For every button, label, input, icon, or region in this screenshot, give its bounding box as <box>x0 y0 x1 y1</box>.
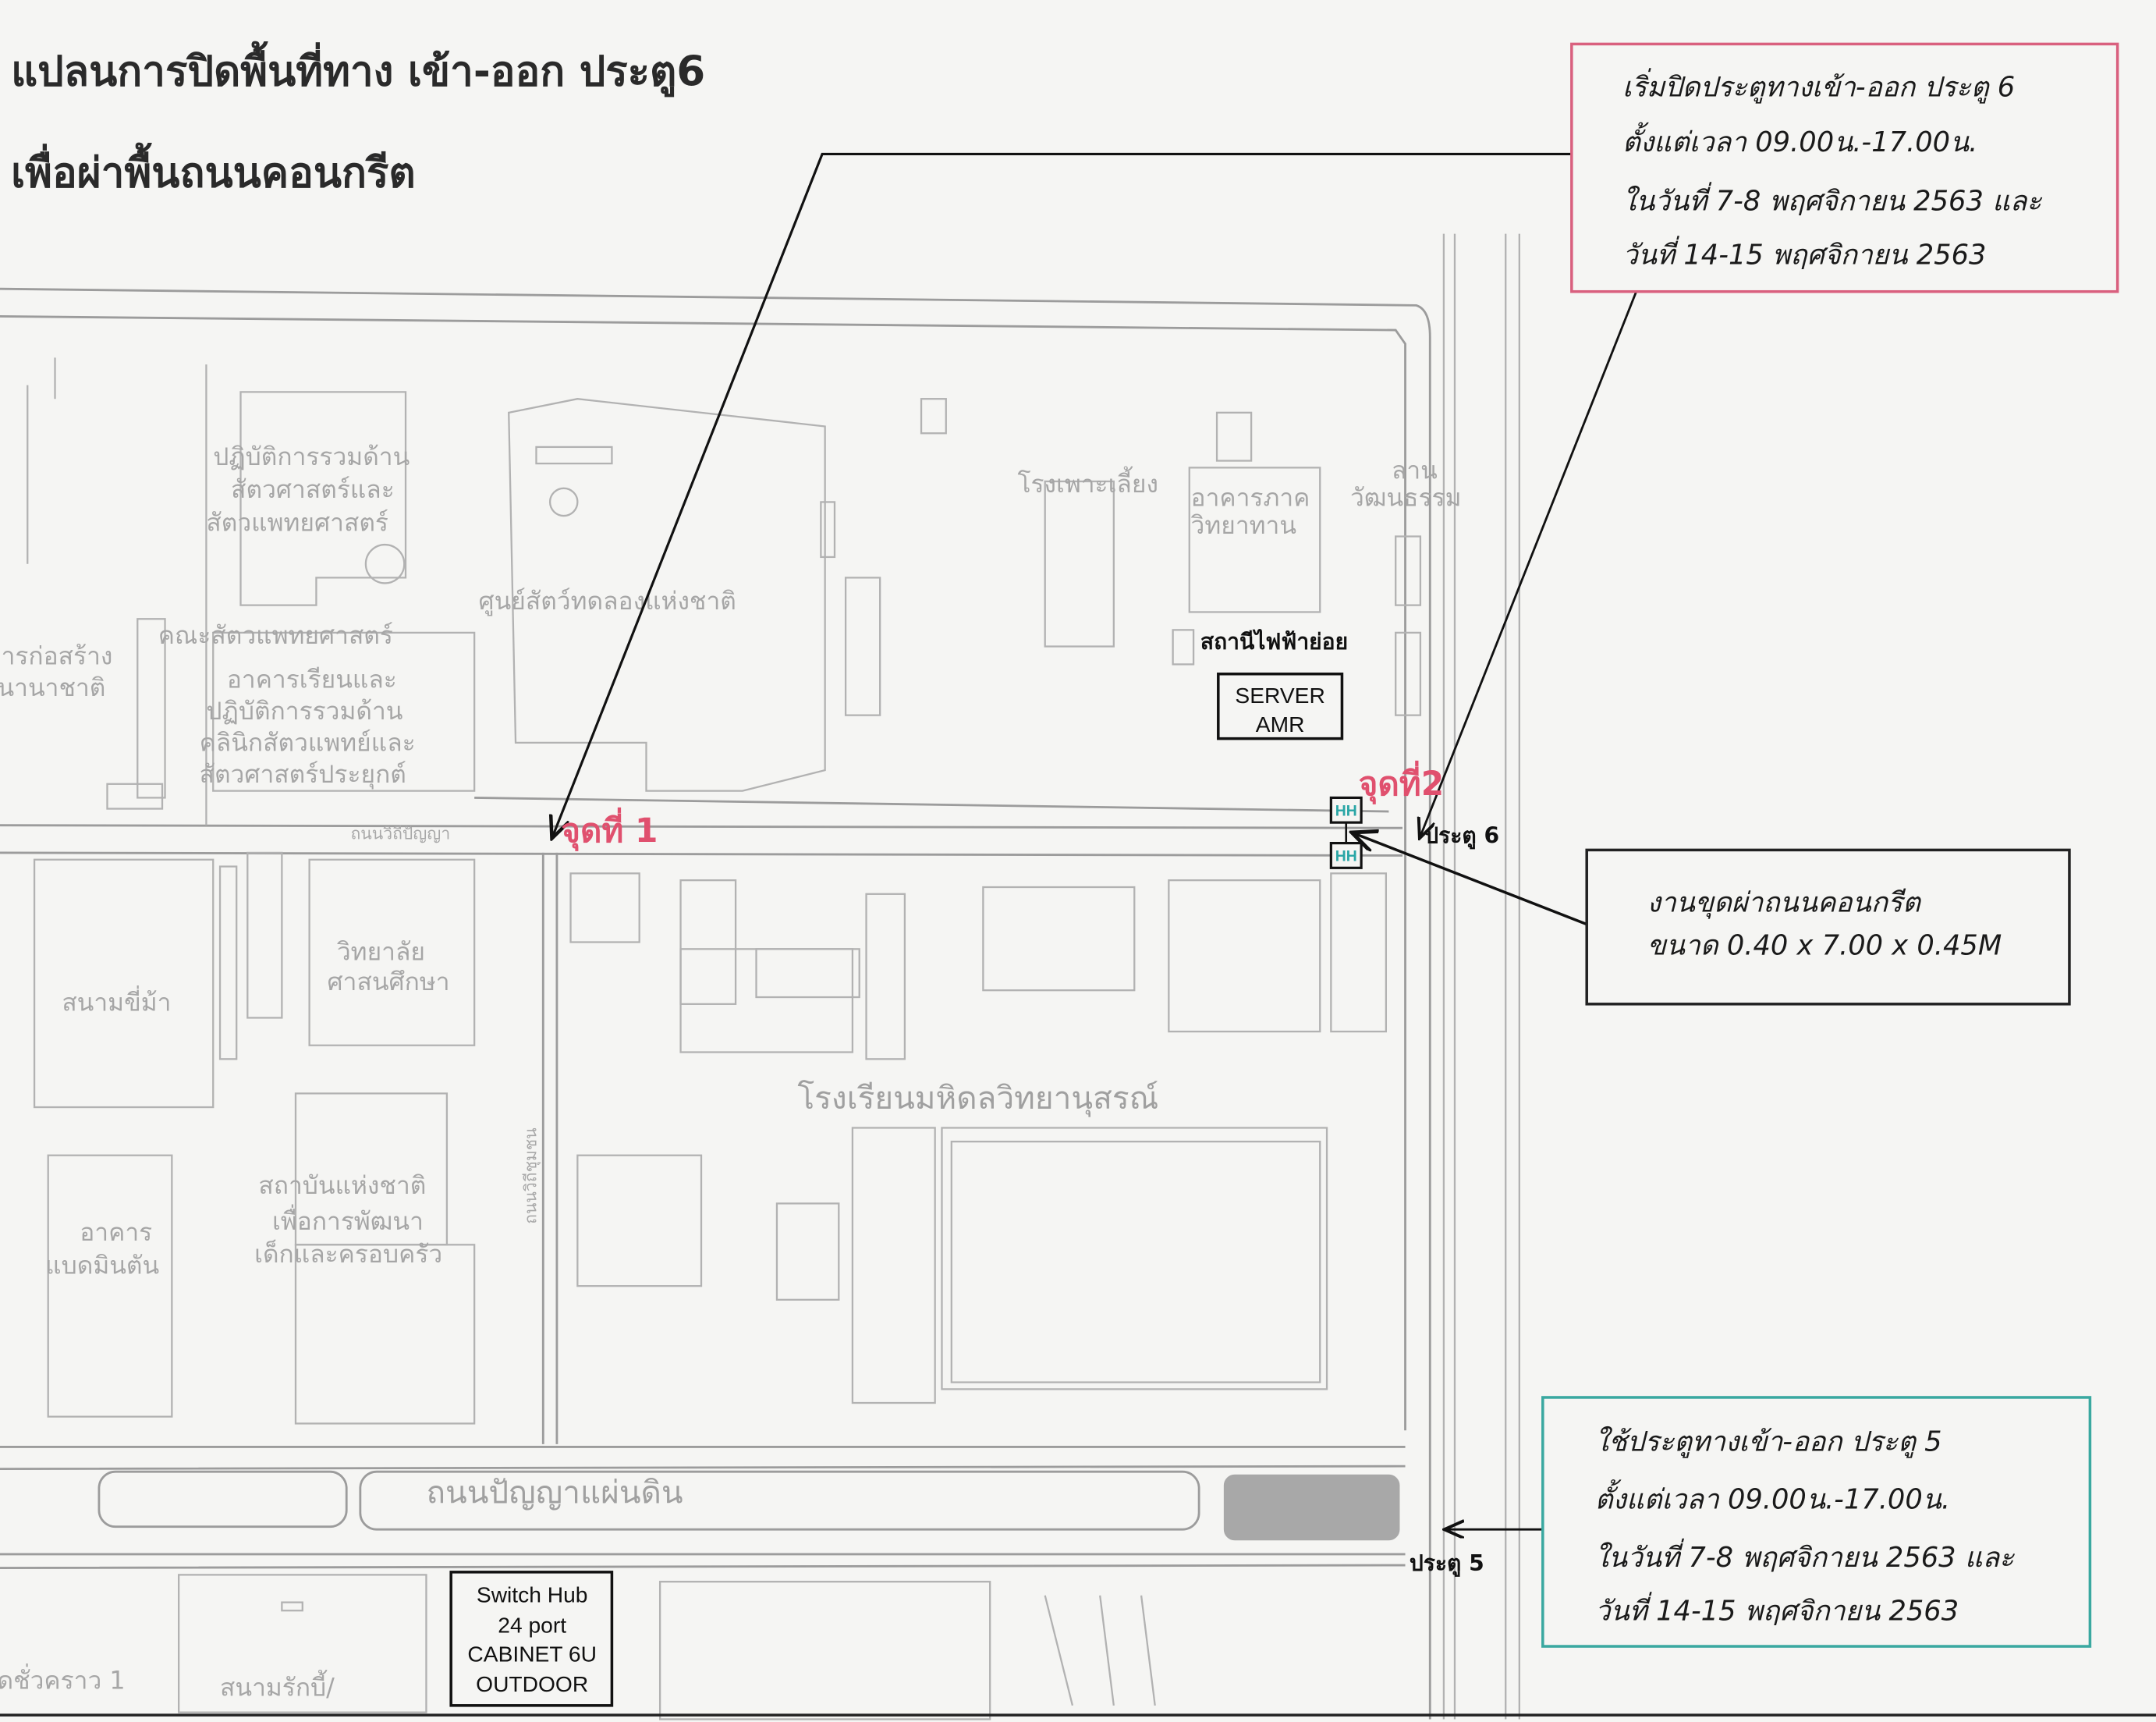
svg-text:ขนาด 0.40 x 7.00 x 0.45M: ขนาด 0.40 x 7.00 x 0.45M <box>1647 929 2002 961</box>
label-vet-faculty: คณะสัตวแพทยศาสตร์ <box>158 622 393 650</box>
label-teaching-4: สัตวศาสตร์ประยุกต์ <box>200 761 406 790</box>
label-animal-sci-2: สัตวศาสตร์และ <box>231 476 395 504</box>
label-college-2: ศาสนศึกษา <box>328 968 450 996</box>
buildings <box>33 391 1422 1720</box>
label-construction-1: การก่อสร้าง <box>0 642 112 670</box>
switch-hub-line1: Switch Hub <box>477 1582 588 1607</box>
switch-hub-box: Switch Hub 24 port CABINET 6U OUTDOOR <box>449 1571 614 1707</box>
page-title-line1: แปลนการปิดพื้นที่ทาง เข้า-ออก ประตู6 <box>11 41 705 97</box>
substation-label: สถานีไฟฟ้าย่อย <box>1200 629 1348 655</box>
svg-text:ตั้งแต่เวลา 09.00น.-17.00น.: ตั้งแต่เวลา 09.00น.-17.00น. <box>1595 1479 1950 1516</box>
svg-text:ใช้ประตูทางเข้า-ออก ประตู 5: ใช้ประตูทางเข้า-ออก ประตู 5 <box>1595 1426 1942 1459</box>
label-lab-animal-center: ศูนย์สัตว์ทดลองแห่งชาติ <box>478 588 736 616</box>
map-labels: ปฏิบัติการรวมด้าน สัตวศาสตร์และ สัตวแพทย… <box>0 443 1462 1702</box>
excavation-note: งานขุดผ่าถนนคอนกรีต ขนาด 0.40 x 7.00 x 0… <box>1585 848 2071 1006</box>
server-amr-box: SERVER AMR <box>1217 673 1344 740</box>
label-animal-sci-3: สัตวแพทยศาสตร์ <box>206 509 388 537</box>
switch-hub-line3: CABINET 6U <box>467 1641 597 1666</box>
switch-hub-line2: 24 port <box>498 1612 566 1637</box>
label-science-2: วิทยาทาน <box>1190 512 1296 540</box>
label-child-2: เพื่อการพัฒนา <box>272 1204 424 1236</box>
gate5-label: ประตู 5 <box>1410 1550 1484 1577</box>
label-horse-field: สนามขี่ม้า <box>62 985 171 1017</box>
label-science-1: อาคารภาค <box>1191 485 1310 513</box>
label-road-main: ถนนปัญญาแผ่นดิน <box>426 1474 683 1511</box>
svg-text:ในวันที่ 7-8 พฤศจิกายน 2563 แล: ในวันที่ 7-8 พฤศจิกายน 2563 และ <box>1595 1538 2015 1574</box>
label-parking: ดชั่วคราว 1 <box>0 1663 126 1695</box>
handhole-lower: HH <box>1329 841 1363 869</box>
label-child-3: เด็กและครอบครัว <box>254 1239 442 1269</box>
leader-to-gate6 <box>1420 291 1637 836</box>
label-teaching-2: ปฏิบัติการรวมด้าน <box>206 698 402 726</box>
svg-text:ตั้งแต่เวลา 09.00น.-17.00น.: ตั้งแต่เวลา 09.00น.-17.00น. <box>1622 122 1977 158</box>
label-badminton-1: อาคาร <box>80 1219 152 1247</box>
handhole-upper: HH <box>1329 796 1363 824</box>
label-road-vertical: ถนนวิถีชุมชน <box>520 1127 541 1223</box>
gate6-label: ประตู 6 <box>1424 823 1499 850</box>
amr-label: AMR <box>1256 712 1305 737</box>
leader-to-excavation <box>1354 833 1587 926</box>
label-road-wisdom: ถนนวิถีปัญญา <box>351 823 451 843</box>
label-nursery: โรงเพาะเลี้ยง <box>1017 466 1158 499</box>
gate5-use-note: ใช้ประตูทางเข้า-ออก ประตู 5 ตั้งแต่เวลา … <box>1541 1396 2092 1648</box>
svg-text:วันที่ 14-15 พฤศจิกายน 2563: วันที่ 14-15 พฤศจิกายน 2563 <box>1622 235 1986 271</box>
label-college-1: วิทยาลัย <box>337 938 425 966</box>
label-culture-2: วัฒนธรรม <box>1350 485 1462 513</box>
label-animal-sci-1: ปฏิบัติการรวมด้าน <box>213 443 410 471</box>
gate6-closure-note: เริ่มปิดประตูทางเข้า-ออก ประตู 6 ตั้งแต่… <box>1570 42 2119 293</box>
label-teaching-1: อาคารเรียนและ <box>227 666 397 694</box>
label-school: โรงเรียนมหิดลวิทยานุสรณ์ <box>797 1079 1158 1117</box>
leader-lines <box>553 152 1637 1529</box>
road-network <box>0 233 1520 1720</box>
leader-to-point1 <box>553 152 1572 836</box>
label-badminton-2: แบดมินตัน <box>45 1252 159 1280</box>
svg-text:วันที่ 14-15 พฤศจิกายน 2563: วันที่ 14-15 พฤศจิกายน 2563 <box>1595 1592 1959 1628</box>
label-culture-1: ลาน <box>1392 456 1438 485</box>
label-teaching-3: คลินิกสัตวแพทย์และ <box>200 729 416 757</box>
point2-label: จุดที่2 <box>1359 760 1445 804</box>
svg-text:HH: HH <box>1335 848 1357 865</box>
svg-text:เริ่มปิดประตูทางเข้า-ออก ประตู: เริ่มปิดประตูทางเข้า-ออก ประตู 6 <box>1622 67 2015 104</box>
label-child-1: สถาบันแห่งชาติ <box>258 1172 426 1200</box>
switch-hub-line4: OUTDOOR <box>476 1671 588 1696</box>
gray-parking-block <box>1223 1474 1400 1541</box>
svg-text:HH: HH <box>1335 802 1357 819</box>
svg-text:งานขุดผ่าถนนคอนกรีต: งานขุดผ่าถนนคอนกรีต <box>1647 887 1922 920</box>
page-title-line2: เพื่อผ่าพื้นถนนคอนกรีต <box>11 143 416 197</box>
server-label: SERVER <box>1235 683 1324 708</box>
point1-label: จุดที่ 1 <box>561 807 658 851</box>
label-construction-2: นานาชาติ <box>0 674 105 702</box>
label-rugby: สนามรักบี้/ <box>220 1669 335 1702</box>
svg-text:ในวันที่ 7-8 พฤศจิกายน 2563 แล: ในวันที่ 7-8 พฤศจิกายน 2563 และ <box>1622 182 2042 218</box>
